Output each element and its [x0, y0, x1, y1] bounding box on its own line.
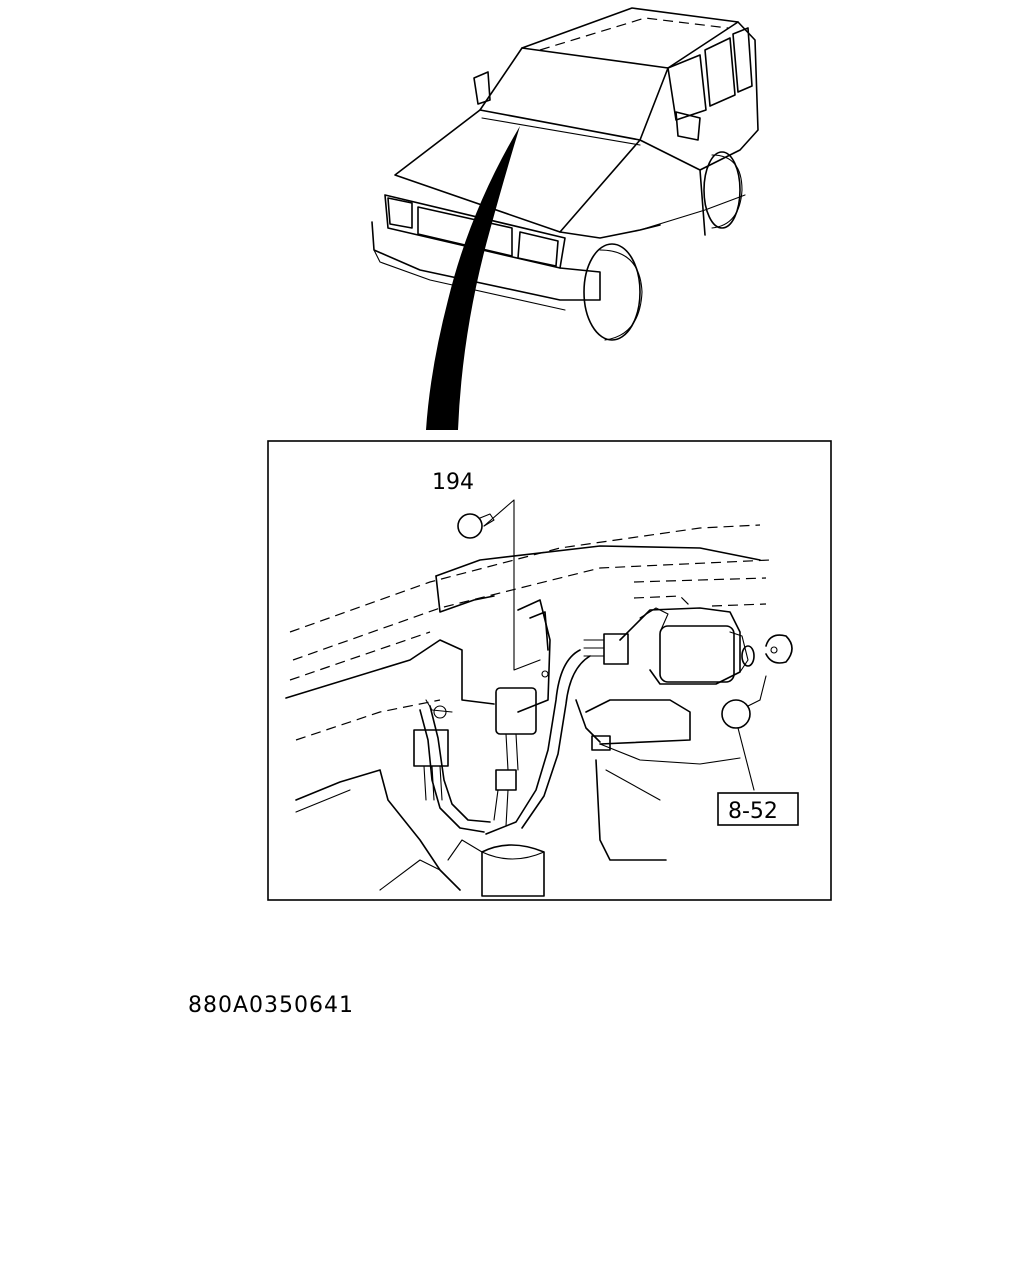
- callout-8-52-box: [717, 792, 799, 826]
- callout-8-52: 8-52: [728, 799, 778, 824]
- drawing-code: 880A0350641: [188, 993, 354, 1018]
- vehicle-illustration: [371, 7, 759, 341]
- callout-194: 194: [432, 470, 474, 495]
- detail-frame: [267, 440, 832, 901]
- pointer-wedge: [426, 126, 520, 430]
- engine-bay-detail: [285, 499, 793, 897]
